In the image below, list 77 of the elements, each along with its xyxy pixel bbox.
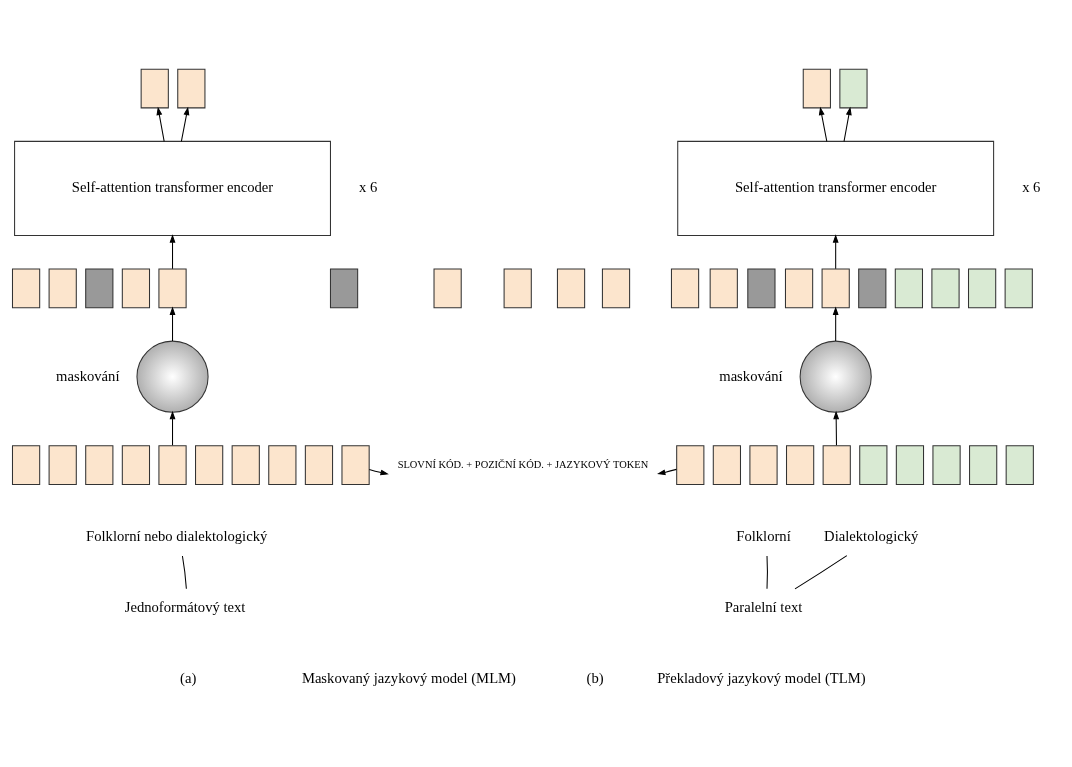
- node-label: x 6: [1022, 179, 1041, 196]
- node-box: [158, 445, 187, 485]
- node-box: [1005, 445, 1034, 485]
- node-box: [85, 445, 114, 485]
- node-label: maskování: [719, 367, 783, 384]
- node-box: [85, 268, 114, 309]
- arrow: [156, 106, 165, 142]
- arrow: [832, 306, 839, 342]
- node-box: [140, 68, 169, 109]
- node-box: [601, 268, 631, 309]
- node-circle: [136, 340, 209, 413]
- node-box: [556, 268, 586, 309]
- node-box: [11, 445, 41, 485]
- node-box: [433, 268, 462, 309]
- node-box: [839, 68, 868, 109]
- node-box: [709, 268, 738, 309]
- node-circle: [799, 340, 872, 413]
- node-box: [894, 268, 923, 309]
- arrow: [818, 106, 828, 142]
- arrow: [832, 234, 839, 270]
- node-box: [341, 445, 370, 485]
- node-box: [786, 445, 815, 485]
- node-box: [784, 268, 814, 309]
- node-label: maskování: [56, 367, 120, 384]
- label: Maskovaný jazykový model (MLM): [301, 669, 516, 686]
- connector: [766, 555, 768, 590]
- label: (b): [586, 669, 604, 686]
- node-box: [11, 268, 41, 309]
- node-box: [895, 445, 925, 485]
- node-box: [749, 445, 778, 485]
- node-box: [329, 268, 359, 309]
- node-box: [969, 445, 998, 485]
- arrow: [368, 468, 389, 476]
- node-text: Paralelní text: [724, 598, 803, 615]
- arrow: [169, 306, 176, 342]
- arrow: [657, 468, 677, 476]
- node-box: [503, 268, 532, 309]
- node-box: [268, 445, 297, 485]
- node-label: x 6: [358, 179, 378, 196]
- node-box: [822, 445, 851, 485]
- node-text: Folklorní nebo dialektologický: [86, 527, 268, 544]
- label: (a): [180, 669, 197, 686]
- node-box: [158, 268, 187, 309]
- arrow: [843, 106, 852, 142]
- node-box: [48, 268, 77, 309]
- arrow: [169, 410, 176, 446]
- connector: [794, 555, 848, 590]
- node-box: [747, 268, 776, 309]
- label: Překladový jazykový model (TLM): [657, 669, 866, 686]
- arrow: [180, 106, 190, 142]
- node-box: [48, 445, 77, 485]
- node-box: [859, 445, 888, 485]
- node-box: [932, 445, 961, 485]
- node-box: [177, 68, 206, 109]
- node-box: [931, 268, 960, 309]
- node-text: Folklorní: [736, 527, 791, 544]
- node-box: [304, 445, 334, 485]
- arrow: [833, 410, 840, 446]
- node-box: Self-attention transformer encoder: [14, 140, 331, 236]
- node-box: [231, 445, 260, 485]
- node-box: [821, 268, 850, 309]
- node-box: [802, 68, 831, 109]
- node-box: [858, 268, 887, 309]
- node-box: [121, 268, 151, 309]
- connector: [181, 555, 187, 590]
- node-text: Jednoformátový text: [124, 598, 246, 615]
- node-text: Dialektologický: [824, 527, 919, 544]
- node-box: [676, 445, 705, 485]
- node-box: Self-attention transformer encoder: [677, 140, 995, 236]
- node-text: SLOVNÍ KÓD. + POZIČNÍ KÓD. + JAZYKOVÝ TOKEN: [397, 458, 649, 470]
- arrow: [169, 234, 176, 270]
- node-box: [670, 268, 700, 309]
- node-box: [1004, 268, 1033, 309]
- node-box: [195, 445, 224, 485]
- node-box: [712, 445, 741, 485]
- node-box: [121, 445, 151, 485]
- node-box: [968, 268, 997, 309]
